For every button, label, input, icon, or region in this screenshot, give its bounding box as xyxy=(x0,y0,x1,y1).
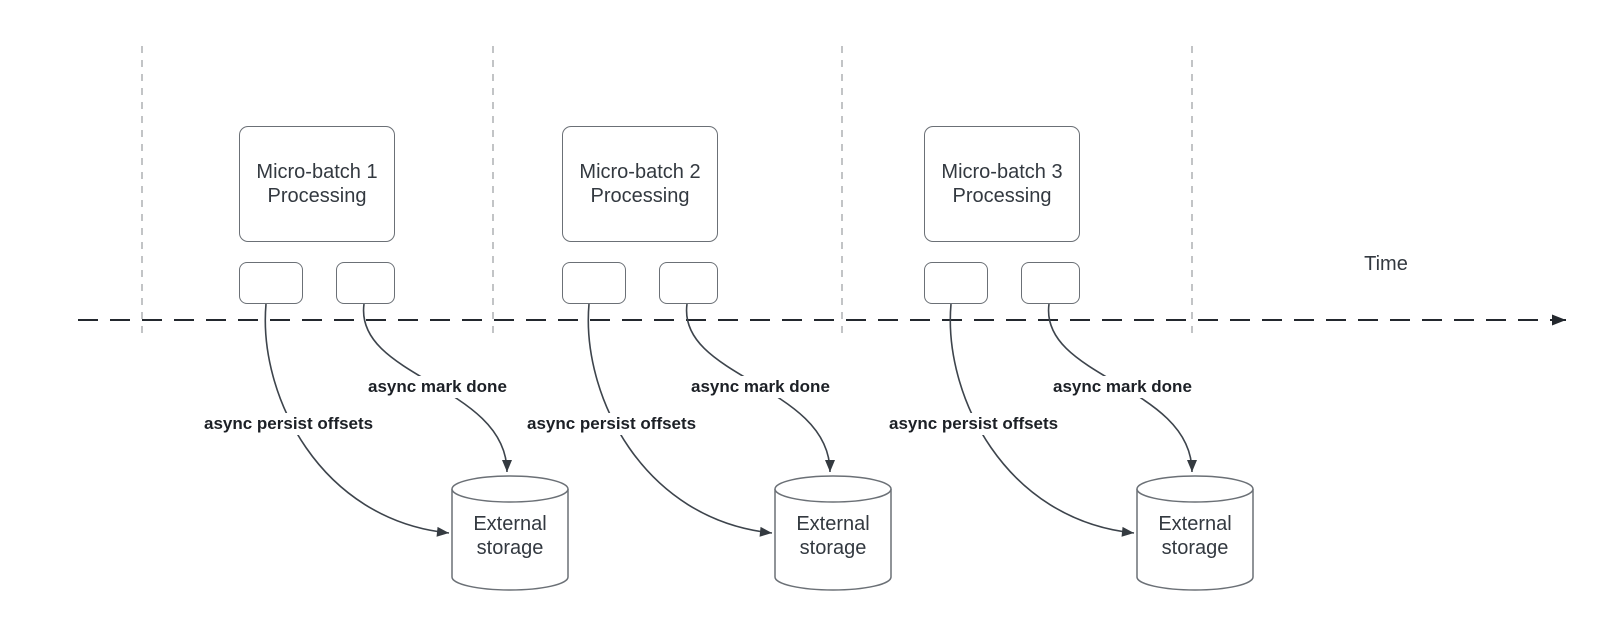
micro-batch-box: Micro-batch 3 Processing xyxy=(924,126,1080,242)
time-axis-label: Time xyxy=(1364,253,1408,275)
mark-done-task-box xyxy=(1021,262,1080,304)
batch-title: Micro-batch 1 xyxy=(256,161,378,183)
batch-subtitle: Processing xyxy=(952,185,1052,207)
persist-offsets-task-box xyxy=(562,262,626,304)
micro-batch-box: Micro-batch 2 Processing xyxy=(562,126,718,242)
external-storage-label: External storage xyxy=(1158,513,1232,559)
batch-1-shapes xyxy=(264,303,569,591)
batch-title: Micro-batch 3 xyxy=(941,161,1063,183)
batch-3-shapes xyxy=(949,303,1254,591)
storage-cylinder-top xyxy=(774,475,892,503)
external-storage-label: External storage xyxy=(473,513,547,559)
mark-done-edge-label: async mark done xyxy=(1050,376,1195,398)
persist-offsets-arrow xyxy=(949,303,1135,537)
storage-cylinder-top xyxy=(451,475,569,503)
persist-offsets-edge-label: async persist offsets xyxy=(524,413,700,435)
mark-done-edge-label: async mark done xyxy=(688,376,833,398)
storage-cylinder-body xyxy=(774,489,892,591)
persist-offsets-task-box xyxy=(924,262,988,304)
persist-offsets-edge-label: async persist offsets xyxy=(201,413,377,435)
persist-offsets-arrow xyxy=(587,303,773,537)
external-storage-label: External storage xyxy=(796,513,870,559)
batch-title: Micro-batch 2 xyxy=(579,161,701,183)
micro-batch-box: Micro-batch 1 Processing xyxy=(239,126,395,242)
persist-offsets-edge-label: async persist offsets xyxy=(886,413,1062,435)
storage-cylinder-body xyxy=(1136,489,1254,591)
mark-done-edge-label: async mark done xyxy=(365,376,510,398)
mark-done-task-box xyxy=(336,262,395,304)
batch-subtitle: Processing xyxy=(590,185,690,207)
storage-cylinder-top xyxy=(1136,475,1254,503)
persist-offsets-arrow xyxy=(264,303,450,537)
batch-subtitle: Processing xyxy=(267,185,367,207)
mark-done-task-box xyxy=(659,262,718,304)
storage-cylinder-body xyxy=(451,489,569,591)
persist-offsets-task-box xyxy=(239,262,303,304)
